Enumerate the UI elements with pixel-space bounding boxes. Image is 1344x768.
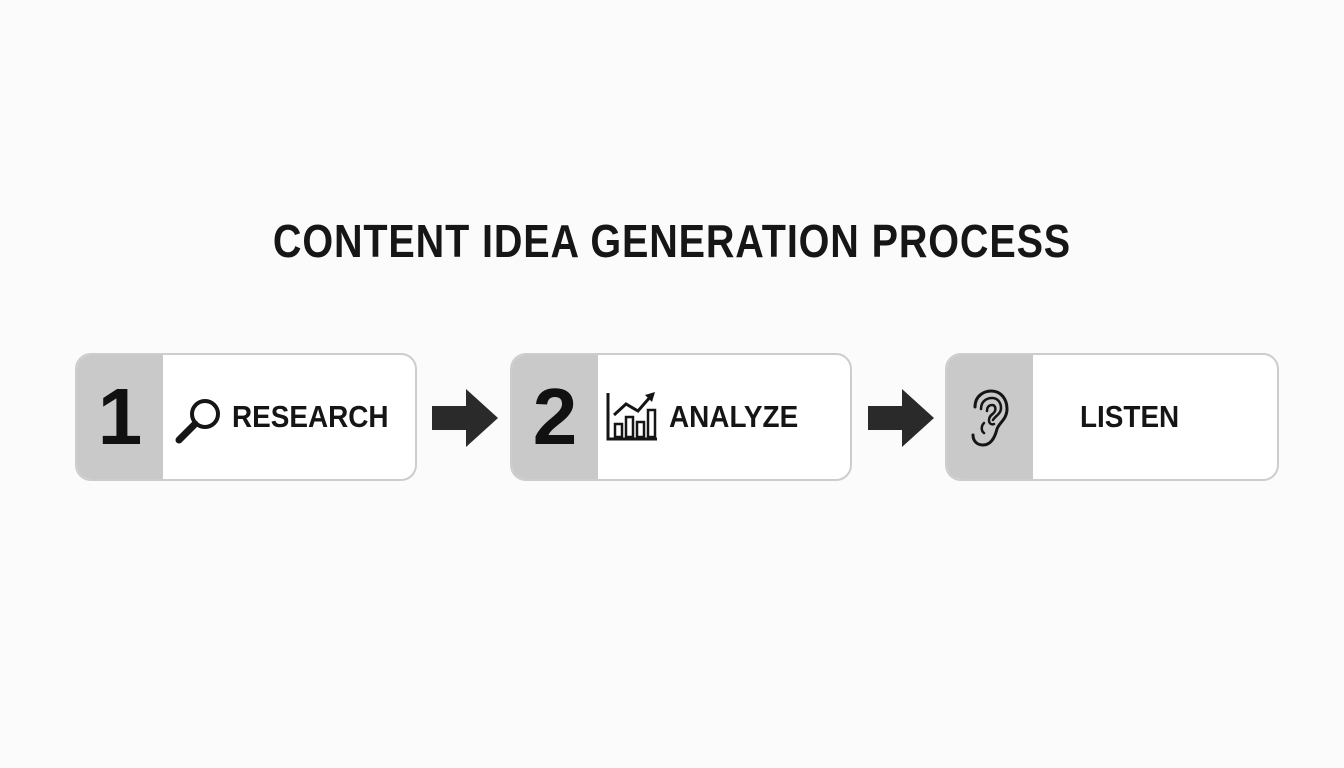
step-research: 1 RESEARCH [75, 353, 417, 481]
step-label: LISTEN [1080, 399, 1180, 434]
ear-icon [971, 389, 1009, 447]
step-analyze: 2 ANALYZE [510, 353, 852, 481]
step-label: ANALYZE [669, 399, 799, 434]
right-arrow-icon [432, 389, 498, 447]
step-number: 2 [512, 355, 598, 479]
step-label: RESEARCH [232, 399, 389, 434]
right-arrow-icon [868, 389, 934, 447]
step-listen: LISTEN [945, 353, 1279, 481]
magnifying-glass-icon [175, 399, 220, 444]
step-number: 1 [77, 355, 163, 479]
bar-chart-trend-icon [606, 392, 657, 441]
diagram-title: CONTENT IDEA GENERATION PROCESS [272, 215, 1072, 267]
